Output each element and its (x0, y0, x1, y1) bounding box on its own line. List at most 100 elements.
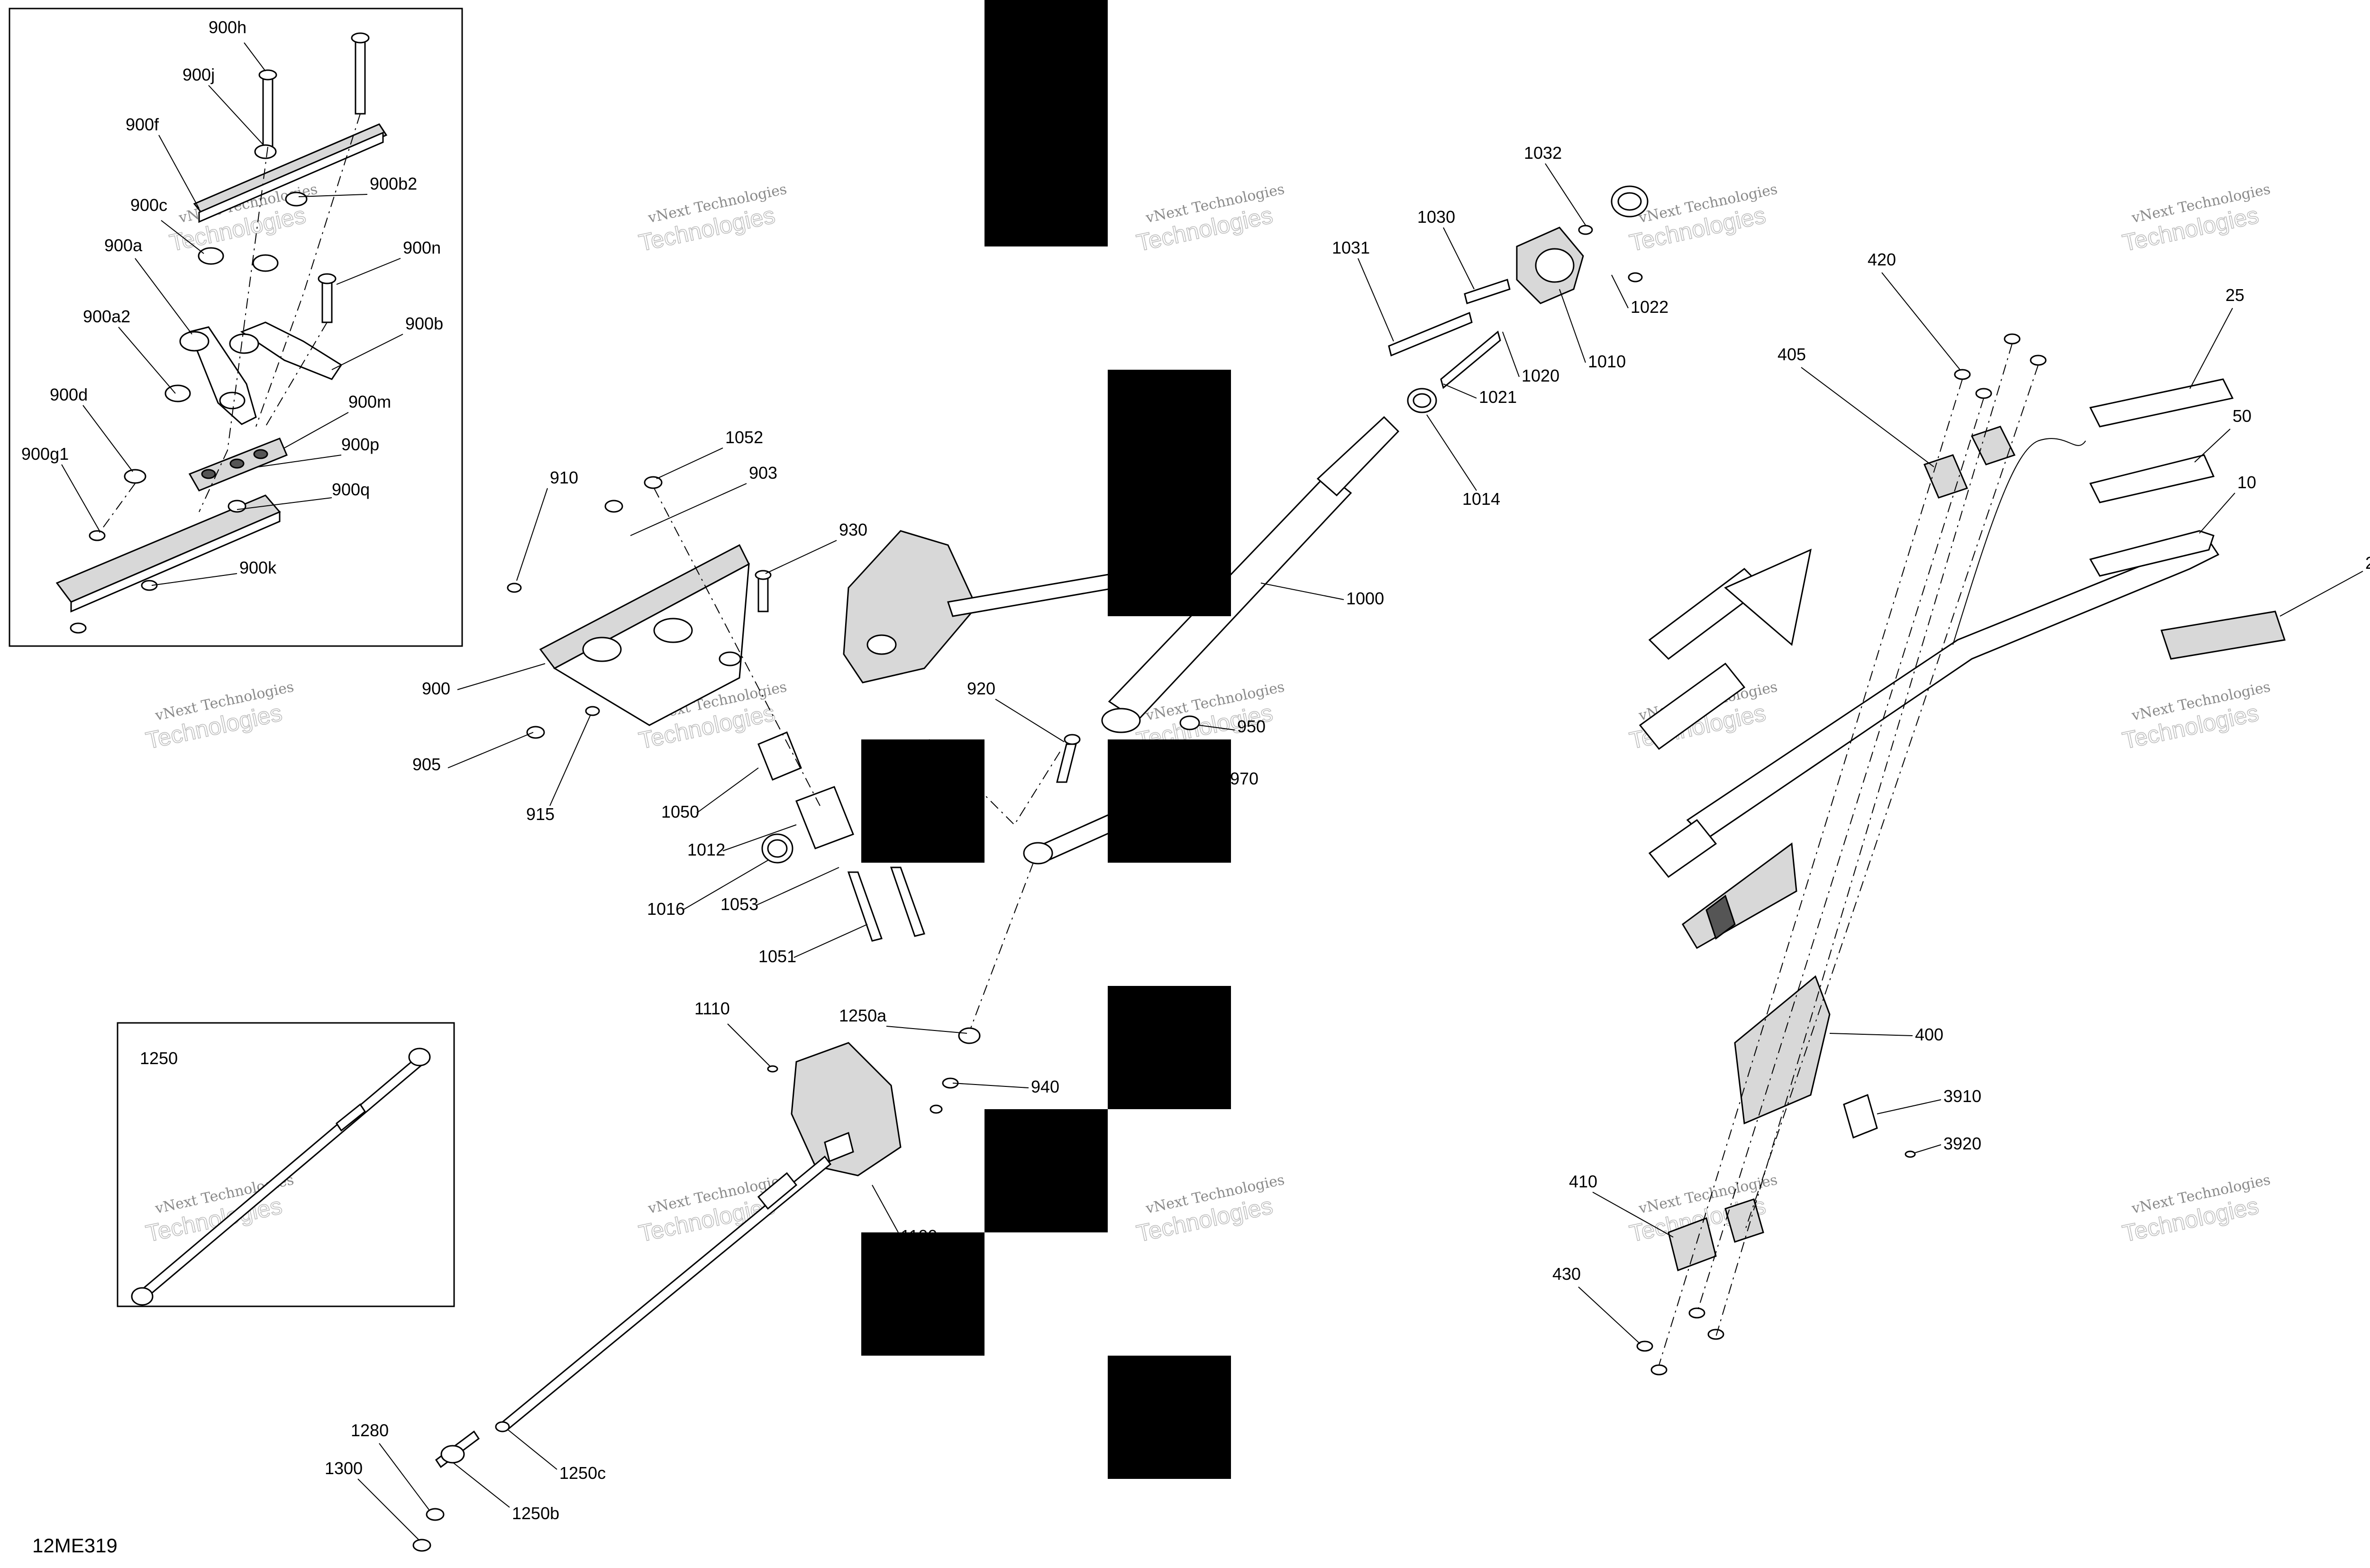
callout-920: 920 (967, 679, 995, 698)
leader-line-420 (1881, 272, 1960, 370)
leader-line-900a (135, 258, 192, 335)
callout-1012: 1012 (687, 840, 725, 859)
leader-line-940 (952, 1083, 1029, 1088)
leader-line-1100 (872, 1185, 899, 1233)
leader-line-900 (457, 663, 546, 690)
callout-25: 25 (2225, 285, 2244, 305)
leader-line-905 (447, 732, 534, 768)
leader-line-1016 (682, 860, 768, 911)
leader-line-900g1 (61, 464, 100, 531)
callout-50: 50 (2233, 406, 2252, 426)
callout-420: 420 (1868, 250, 1896, 269)
leader-line-900d (82, 405, 133, 472)
callout-1052: 1052 (725, 428, 763, 447)
leader-line-1051 (793, 924, 868, 958)
leader-line-915 (549, 715, 591, 806)
leader-line-910 (516, 488, 548, 581)
callout-950: 950 (1237, 717, 1266, 736)
leader-line-900j (208, 85, 264, 145)
callout-1032: 1032 (1524, 143, 1562, 163)
callout-1030: 1030 (1417, 207, 1455, 227)
callout-1010: 1010 (1588, 352, 1626, 371)
leader-line-1010 (1559, 289, 1586, 363)
leader-line-430 (1578, 1286, 1641, 1344)
leader-line-1250a (886, 1026, 967, 1034)
leader-line-1110 (727, 1023, 771, 1067)
callout-1250c: 1250c (559, 1463, 606, 1483)
callout-20: 20 (2365, 553, 2370, 573)
leader-line-1000 (1260, 583, 1344, 600)
callout-900p: 900p (341, 435, 379, 454)
callout-900b: 900b (405, 314, 443, 333)
callout-940: 940 (1031, 1077, 1059, 1096)
leader-line-970 (1213, 777, 1228, 783)
callout-900m: 900m (348, 392, 391, 411)
callout-1016: 1016 (647, 899, 685, 919)
callout-900b2: 900b2 (370, 174, 417, 193)
leader-line-1014 (1426, 414, 1477, 491)
callout-1014: 1014 (1462, 489, 1500, 509)
leader-line-1250b (452, 1462, 510, 1508)
handlebar-assembly (1636, 333, 2286, 1376)
leader-line-1012 (722, 824, 797, 851)
callout-400: 400 (1915, 1025, 1943, 1044)
leader-line-50 (2194, 428, 2231, 463)
figure-code: 12ME319 (32, 1534, 118, 1557)
leader-line-1300 (357, 1478, 420, 1541)
leader-line-900b2 (298, 194, 368, 197)
callout-405: 405 (1778, 345, 1806, 364)
leader-line-1020 (1502, 331, 1520, 377)
inset-box-900 (9, 8, 463, 647)
leader-line-900k (151, 573, 237, 586)
callout-900a2: 900a2 (83, 307, 130, 326)
callout-3910: 3910 (1943, 1086, 1981, 1106)
inset-box-1250 (117, 1022, 455, 1307)
callout-1300: 1300 (325, 1459, 363, 1478)
callout-903: 903 (749, 463, 777, 483)
steering-column-center (507, 185, 1649, 1039)
bracket-assembly-900-inset (55, 32, 388, 634)
leader-line-405 (1801, 367, 1934, 467)
leader-line-10 (2199, 492, 2235, 534)
leader-line-903 (630, 483, 747, 536)
callout-1051: 1051 (758, 947, 796, 966)
callout-900a: 900a (104, 236, 143, 255)
callout-1031: 1031 (1332, 238, 1370, 257)
callout-1250a: 1250a (839, 1006, 887, 1025)
callout-900q: 900q (332, 480, 370, 499)
leader-line-900q (237, 497, 332, 510)
tie-rod-1250-inset (131, 1048, 431, 1306)
leader-line-900n (336, 258, 401, 285)
callout-900: 900 (422, 679, 450, 698)
leader-line-900b (331, 334, 403, 370)
callout-1250b: 1250b (512, 1504, 559, 1523)
leader-line-1030 (1443, 227, 1475, 290)
callout-1280: 1280 (351, 1421, 389, 1440)
leader-line-1032 (1545, 163, 1586, 226)
leader-line-1021 (1443, 383, 1477, 399)
leader-line-900f (158, 135, 200, 209)
callout-900k: 900k (239, 558, 277, 577)
leader-line-1031 (1358, 258, 1394, 342)
leader-line-900h (244, 42, 266, 72)
leader-line-920 (995, 699, 1065, 742)
leader-line-20 (2279, 571, 2363, 617)
callout-3920: 3920 (1943, 1134, 1981, 1153)
leader-line-1250c (507, 1429, 557, 1470)
leader-line-900p (258, 455, 342, 467)
redaction-blocks (861, 0, 1231, 1479)
callout-970: 970 (1230, 769, 1258, 788)
leader-line-900a2 (118, 327, 176, 394)
callout-1050: 1050 (661, 802, 699, 821)
callout-900j: 900j (182, 65, 215, 84)
leader-line-3920 (1914, 1144, 1942, 1153)
leader-line-950 (1199, 725, 1235, 730)
leader-line-3910 (1877, 1099, 1942, 1114)
